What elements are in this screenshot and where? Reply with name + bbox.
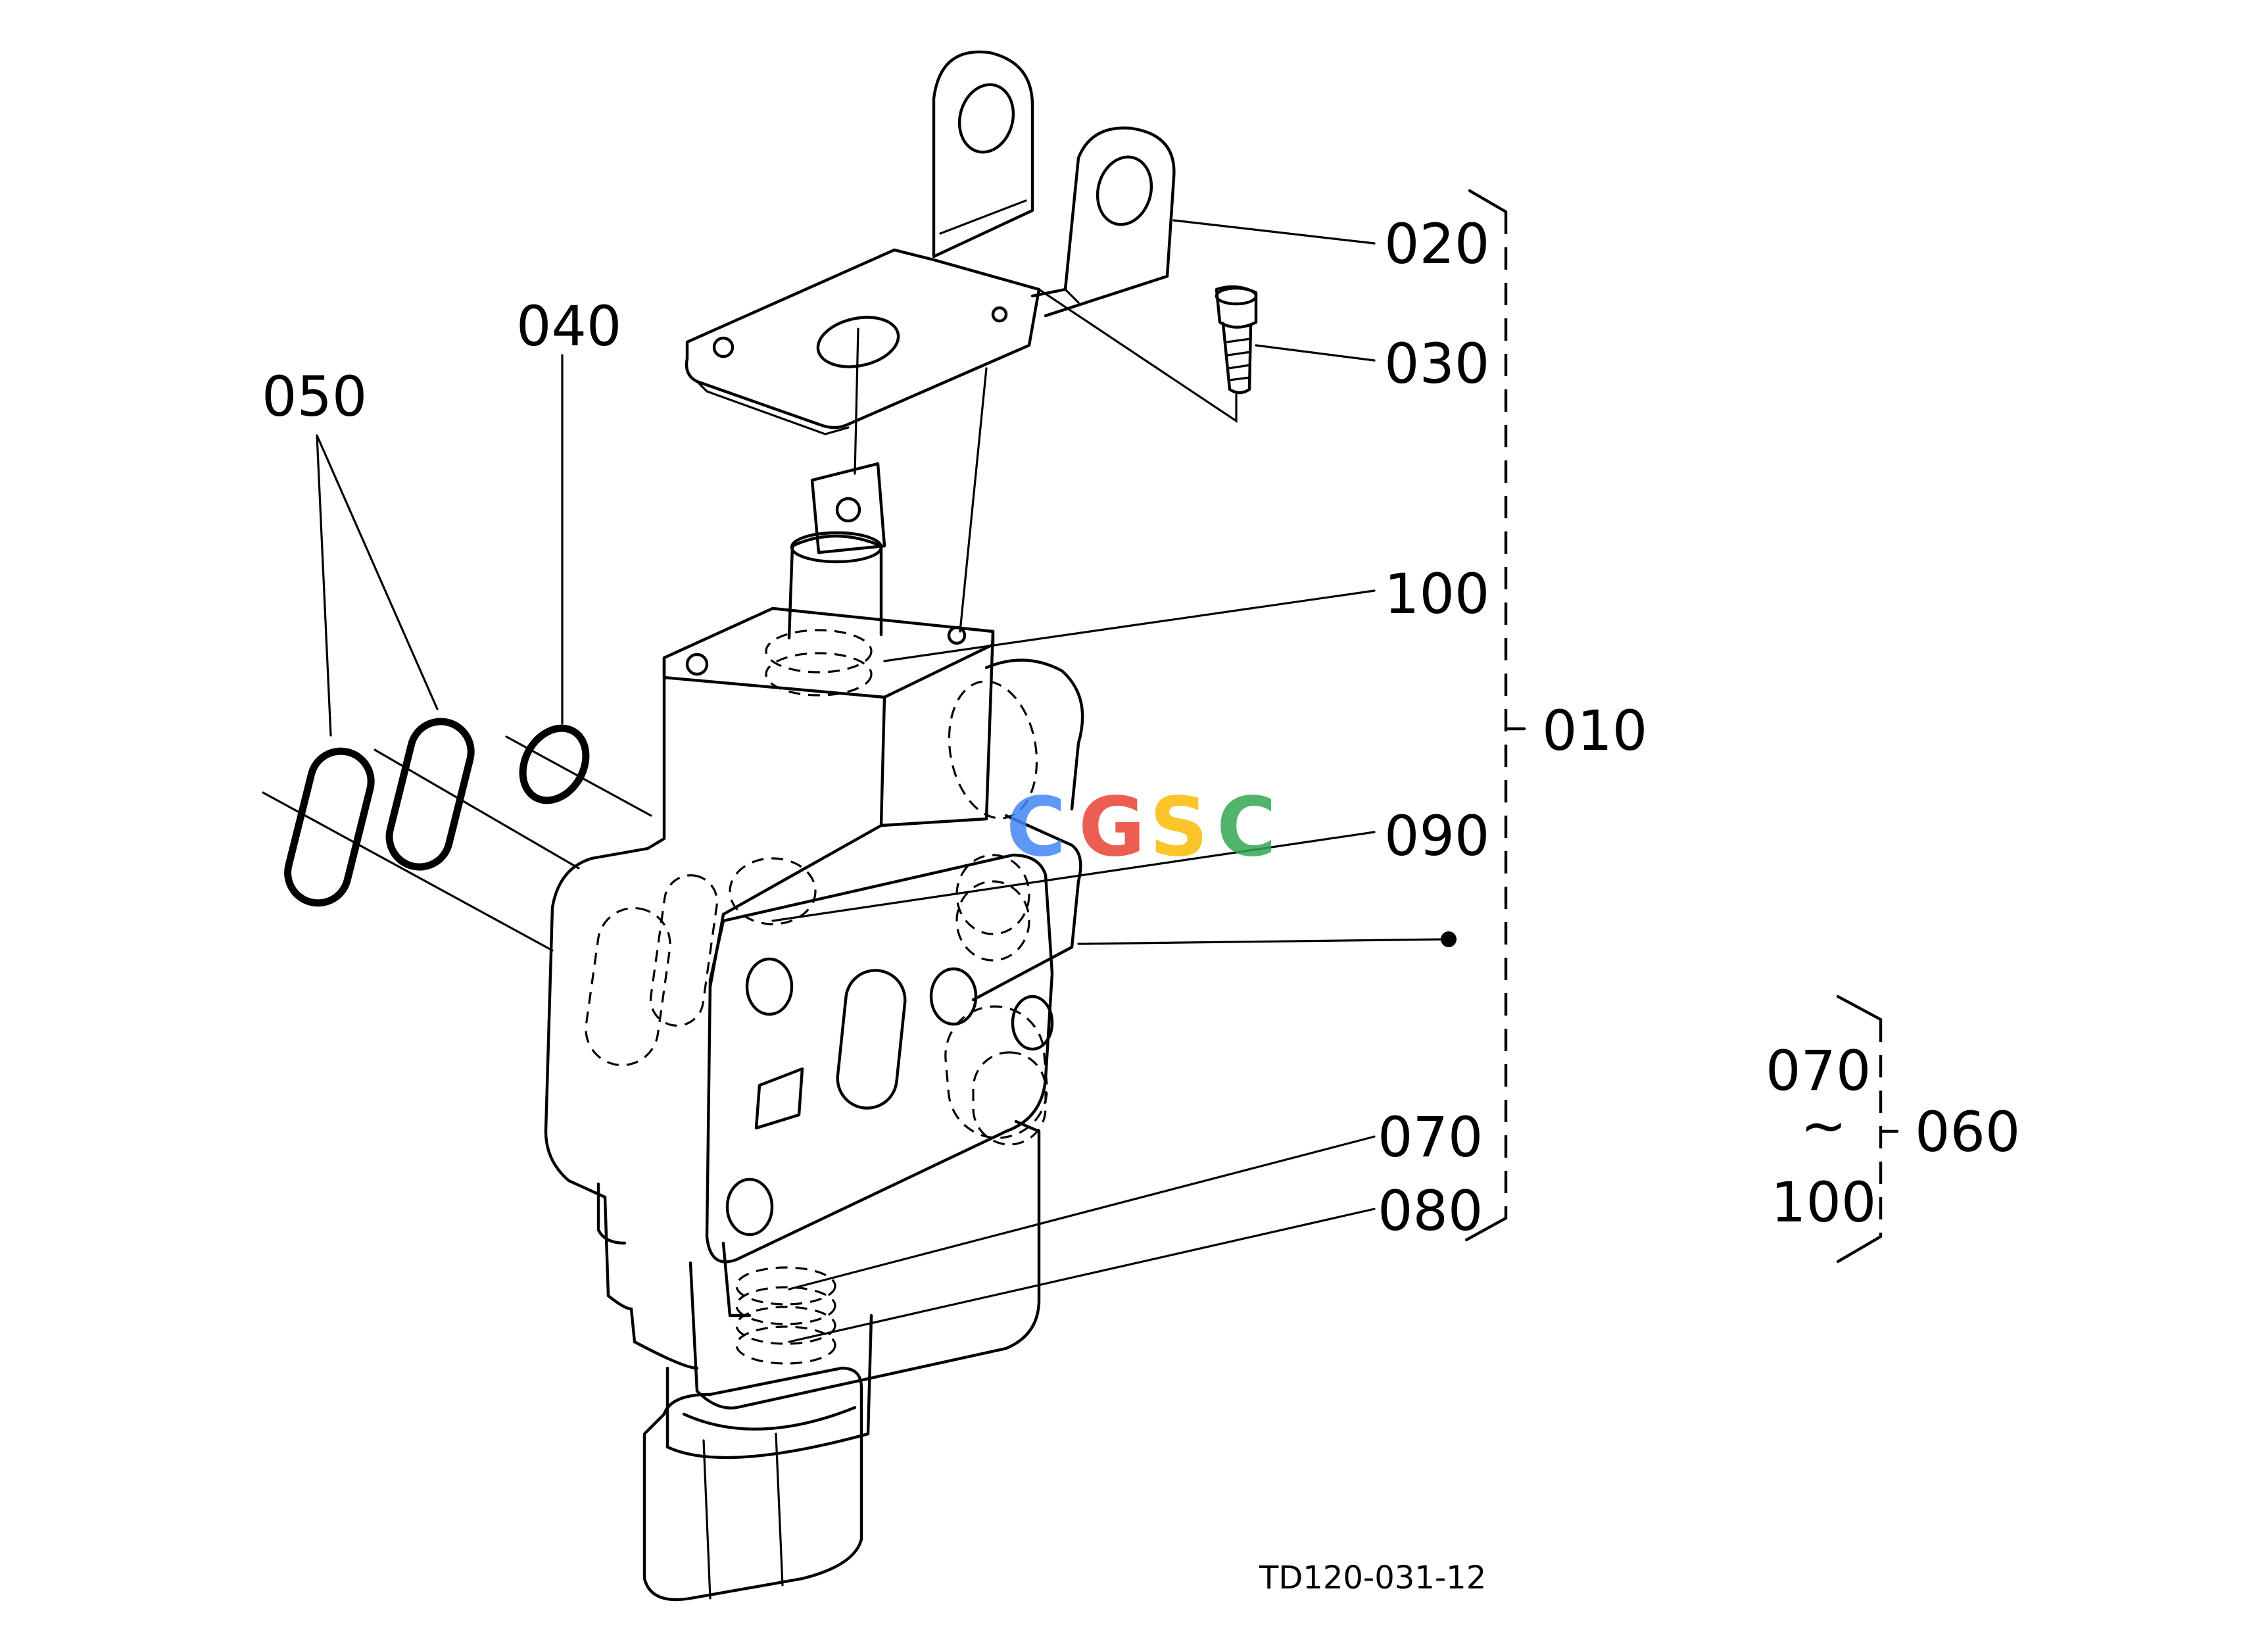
label-part-010: 010 bbox=[1542, 699, 1647, 763]
watermark-logo: C G S C bbox=[1006, 780, 1276, 875]
label-part-070: 070 bbox=[1378, 1105, 1483, 1169]
assembly-bracket-010 bbox=[1464, 189, 1526, 1242]
watermark-letter-1: C bbox=[1006, 780, 1066, 875]
label-part-060: 060 bbox=[1915, 1100, 2020, 1164]
label-part-090: 090 bbox=[1384, 804, 1489, 868]
label-part-100: 100 bbox=[1384, 562, 1489, 626]
label-part-030: 030 bbox=[1384, 332, 1489, 396]
label-part-020: 020 bbox=[1384, 212, 1489, 276]
cap-screw-part-030 bbox=[1215, 285, 1258, 395]
label-range-tilde: ~ bbox=[1800, 1093, 1846, 1158]
label-range-from: 070 bbox=[1766, 1039, 1871, 1103]
label-range-to: 100 bbox=[1771, 1170, 1876, 1235]
watermark-letter-3: S bbox=[1149, 780, 1208, 875]
watermark-letter-4: C bbox=[1217, 780, 1276, 875]
leader-lines bbox=[262, 219, 1457, 1343]
label-part-080: 080 bbox=[1378, 1179, 1483, 1243]
o-ring-part-040 bbox=[519, 724, 590, 804]
range-bracket-060 bbox=[1836, 995, 1899, 1264]
watermark-letter-2: G bbox=[1078, 780, 1146, 875]
label-part-040: 040 bbox=[516, 294, 621, 358]
label-part-050: 050 bbox=[262, 364, 367, 429]
drawing-code: TD120-031-12 bbox=[1259, 1560, 1486, 1596]
o-rings-part-050 bbox=[284, 718, 475, 907]
valve-body bbox=[544, 462, 1084, 1602]
bracket-part-020 bbox=[685, 50, 1176, 435]
